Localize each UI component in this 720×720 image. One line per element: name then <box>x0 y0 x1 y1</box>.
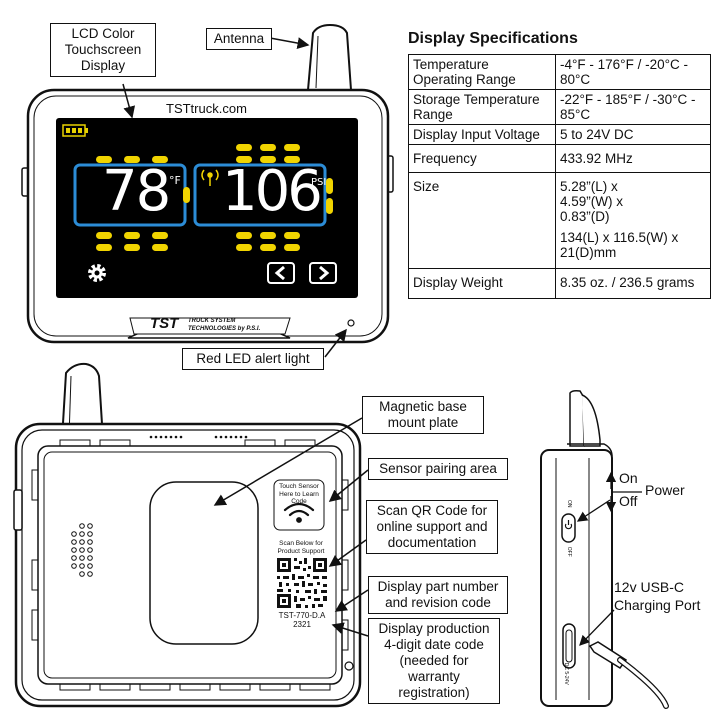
table-row: Temperature Operating Range -4°F - 176°F… <box>408 54 711 90</box>
spec-value: -22°F - 185°F / -30°C - 85°C <box>555 89 711 125</box>
callout-sensor-pairing: Sensor pairing area <box>368 458 508 480</box>
power-icon <box>564 520 573 530</box>
gear-icon <box>88 264 106 282</box>
pressure-value: 106 <box>222 159 323 224</box>
callout-red-led: Red LED alert light <box>182 348 324 370</box>
prev-button-icon <box>267 262 295 284</box>
spec-key: Size <box>408 172 556 269</box>
off-label: Off <box>619 493 638 509</box>
speaker-grille <box>71 523 93 577</box>
side-dc-mark: DC 5-24V <box>562 662 569 685</box>
qr-code <box>277 558 327 608</box>
spec-key: Display Weight <box>408 268 556 299</box>
magnetic-plate <box>149 481 259 645</box>
logo-tagline: TRUCK SYSTEM TECHNOLOGIES by P.S.I. <box>188 318 261 332</box>
side-view-device <box>540 390 669 709</box>
callout-date-code: Display production 4-digit date code (ne… <box>368 618 500 704</box>
side-body <box>540 449 613 707</box>
temp-unit: °F <box>169 174 181 187</box>
table-row: Storage Temperature Range -22°F - 185°F … <box>408 89 711 125</box>
on-label: On <box>619 470 638 486</box>
temp-value: 78 <box>102 159 171 224</box>
callout-part-number: Display part number and revision code <box>368 576 508 614</box>
battery-icon <box>62 124 88 137</box>
brand-url: TSTtruck.com <box>166 101 247 116</box>
spec-size-inches: 5.28”(L) x 4.59”(W) x 0.83”(D) <box>560 179 624 224</box>
red-led <box>347 319 355 327</box>
front-antenna <box>306 23 353 91</box>
spec-value: 8.35 oz. / 236.5 grams <box>555 268 711 299</box>
table-row: Frequency 433.92 MHz <box>408 144 711 173</box>
spec-value: -4°F - 176°F / -20°C - 80°C <box>555 54 711 90</box>
table-row: Size 5.28”(L) x 4.59”(W) x 0.83”(D) 134(… <box>408 172 711 269</box>
table-row: Display Input Voltage 5 to 24V DC <box>408 124 711 145</box>
spec-size-mm: 134(L) x 116.5(W) x 21(D)mm <box>560 230 679 260</box>
part-code: TST-770-D.A <box>278 611 326 620</box>
usb-c-label: 12v USB-C Charging Port <box>614 579 701 613</box>
table-row: Display Weight 8.35 oz. / 236.5 grams <box>408 268 711 299</box>
callout-antenna: Antenna <box>206 28 272 50</box>
next-button-icon <box>309 262 337 284</box>
front-device <box>21 23 394 344</box>
pressure-tire-frame <box>193 163 327 227</box>
wifi-icon <box>283 502 315 523</box>
signal-icon <box>201 169 219 186</box>
specs-table: Temperature Operating Range -4°F - 176°F… <box>408 54 711 299</box>
power-switch <box>561 513 576 543</box>
side-on-mark: ON <box>565 500 572 508</box>
callout-qr-code: Scan QR Code for online support and docu… <box>366 500 498 554</box>
touch-sensor-text: Touch Sensor Here to Learn Code <box>279 483 319 505</box>
date-code: 2321 <box>293 620 311 629</box>
spec-key: Temperature Operating Range <box>408 54 556 90</box>
leader-lines <box>122 37 369 637</box>
scan-support-text: Scan Below for Product Support <box>277 540 325 555</box>
spec-value: 5 to 24V DC <box>555 124 711 145</box>
specs-title: Display Specifications <box>408 30 578 47</box>
power-label: Power <box>645 482 685 498</box>
back-antenna <box>60 362 105 441</box>
spec-key: Frequency <box>408 144 556 173</box>
spec-key: Storage Temperature Range <box>408 89 556 125</box>
side-off-mark: OFF <box>565 546 572 557</box>
pressure-unit: PSI <box>311 177 327 188</box>
spec-key: Display Input Voltage <box>408 124 556 145</box>
back-device <box>13 362 362 708</box>
spec-value: 5.28”(L) x 4.59”(W) x 0.83”(D) 134(L) x … <box>555 172 711 269</box>
callout-magnetic-plate: Magnetic base mount plate <box>362 396 484 434</box>
tst-logo: TST <box>150 315 179 332</box>
spec-value: 433.92 MHz <box>555 144 711 173</box>
callout-lcd-display: LCD Color Touchscreen Display <box>50 23 156 77</box>
